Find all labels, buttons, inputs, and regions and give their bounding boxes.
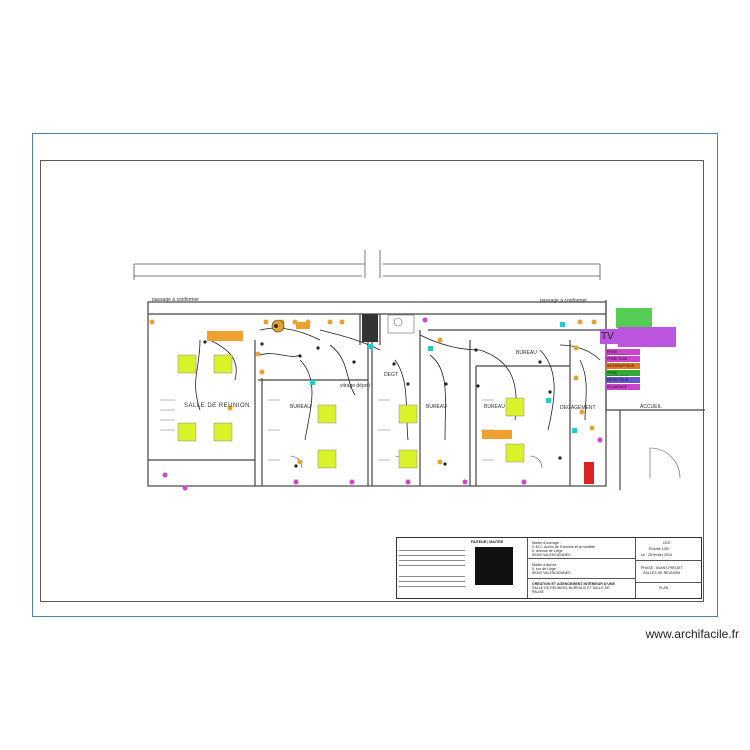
red-cabinet — [584, 462, 594, 484]
arch-line-3: 59300 VALENCIENNES — [532, 571, 571, 575]
electrical-symbols — [149, 317, 603, 491]
legend-tag: PRISE RJ45 — [606, 356, 640, 362]
legend-tag: DÉTECTEUR — [606, 377, 640, 383]
project-line-1: CRÉATION ET AGENCEMENT INTÉRIEUR D'UNE — [532, 582, 615, 586]
arch-line-1: Maître d'œuvre : — [532, 563, 559, 567]
legend-tag: PRISE ÉLECTRIQUE — [606, 349, 640, 355]
annotation-orange-2 — [482, 430, 512, 439]
corridor-label-right: passage à conformer — [540, 298, 587, 304]
legend-tag: INTERRUPTEUR — [606, 363, 640, 369]
phase-label-2: SALLES DE RÉUNION — [643, 571, 681, 575]
phase-label: PHASE : AVANT-PROJET — [641, 566, 683, 570]
doc-type: PLAN — [659, 586, 669, 590]
tv-tag: TV — [600, 329, 618, 344]
room-label-5: BUREAU — [516, 350, 537, 356]
client-line-3: 5, avenue de Liège — [532, 549, 563, 553]
ref-label: DCE — [663, 541, 671, 545]
ref-date: Le : 28 février 2024 — [641, 553, 672, 557]
drawing-inner-frame — [40, 160, 704, 602]
room-label-main: SALLE DE REUNION — [184, 403, 251, 409]
drawing-sheet-border — [32, 133, 718, 617]
legend-green-box — [616, 308, 652, 328]
watermark: www.archifacile.fr — [645, 627, 739, 641]
annotation-orange-3 — [296, 322, 310, 329]
door-swings — [289, 447, 681, 479]
company-logo — [475, 547, 513, 585]
corridor-label-left: passage à conformer — [152, 297, 199, 303]
project-line-2: SALLE DE REUNION, BUREAUX ET SALLE DE — [532, 586, 610, 590]
stair-core — [362, 314, 378, 342]
room-label-far-right: ACCUEIL — [640, 404, 662, 410]
furniture — [177, 354, 525, 469]
legend-tag: PRISE TÉLÉPHONE — [606, 370, 640, 376]
room-label-2: BUREAU — [290, 404, 311, 410]
section-marks — [133, 250, 601, 280]
room-label-degt: DEGT — [384, 372, 398, 378]
client-line-2: C.M.C. Accès de l'Homme et la mobilité — [532, 545, 595, 549]
arch-line-2: 9, rue de Liège — [532, 567, 556, 571]
ref-scale: Échelle 1/50 — [649, 547, 669, 551]
room-label-4: BUREAU — [484, 404, 505, 410]
client-line-4: 59300 VALENCIENNES — [532, 553, 571, 557]
title-block-notes — [399, 548, 465, 588]
walls — [147, 300, 705, 490]
legend-purple-box — [618, 327, 676, 347]
room-label-sas: vitrage dépoli — [340, 383, 370, 389]
room-label-3: BUREAU — [426, 404, 447, 410]
legend-tag: ÉCLAIRAGE — [606, 384, 640, 390]
switch-markers — [203, 340, 562, 468]
room-label-right: DEGAGEMENT — [560, 405, 596, 411]
title-block: FAITEUR | MAITRE Maître d'ouvrage : C.M.… — [396, 537, 702, 599]
company-name: FAITEUR | MAITRE — [471, 540, 504, 544]
wiring — [195, 327, 601, 441]
annotation-orange-1 — [207, 331, 243, 341]
project-line-3: PAUSE — [532, 590, 544, 594]
client-line-1: Maître d'ouvrage : — [532, 541, 561, 545]
